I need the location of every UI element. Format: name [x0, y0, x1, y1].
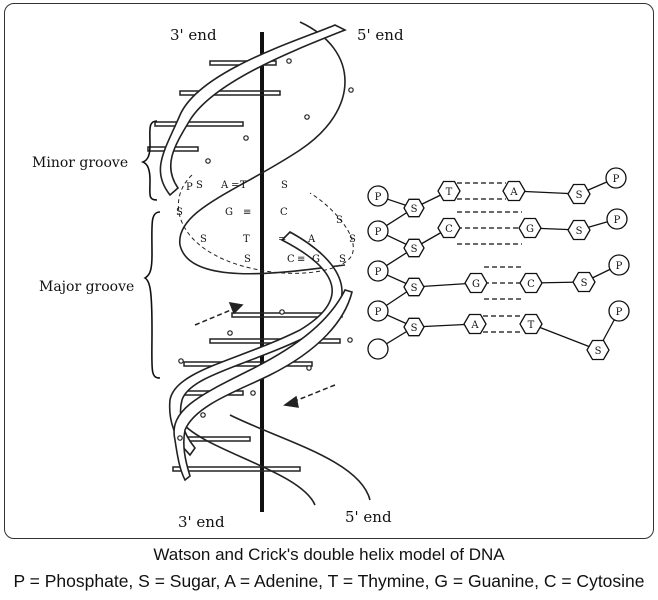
- base-label-right: G: [526, 224, 534, 235]
- helix-strand-front: [159, 24, 353, 482]
- cs-row2-left: S: [176, 207, 183, 218]
- cs-row1-left: S: [196, 180, 203, 191]
- cs-row3-base-right: A: [307, 234, 316, 245]
- sugar-label: S: [595, 346, 602, 357]
- helix-labels: 3' end 5' end 3' end 5' end Minor groove…: [32, 26, 404, 531]
- cs-row3-bond: =: [278, 234, 286, 245]
- cs-row4-left: S: [244, 254, 251, 265]
- label-minor-groove: Minor groove: [32, 155, 128, 171]
- sugar-hexagon: [403, 317, 425, 337]
- cs-phosphate-label: P: [186, 182, 193, 193]
- base-hexagon: [502, 180, 526, 202]
- phosphate-circle: [367, 338, 389, 360]
- base-hexagon: [463, 313, 487, 335]
- base-hexagon: [464, 272, 488, 294]
- helix-strand-back: [179, 21, 371, 506]
- phosphate-circle: [605, 167, 627, 189]
- phosphate-circle: [367, 300, 389, 322]
- cs-row1-base-left: A: [220, 180, 229, 191]
- phosphate-circle: [367, 185, 389, 207]
- sugar-label: S: [411, 244, 418, 255]
- cs-row2-base-left: G: [225, 207, 233, 218]
- base-hexagon: [437, 217, 461, 239]
- sugar-hexagon: [586, 339, 610, 361]
- dna-figure: P S A = T S S G ≡ C S S T = A S S C ≡ G …: [32, 21, 630, 531]
- base-label-left: C: [445, 224, 453, 235]
- cs-row3-base-left: T: [243, 234, 250, 245]
- arrow-up-icon: [228, 302, 244, 315]
- base-label-right: T: [528, 320, 535, 331]
- base-label-left: T: [446, 187, 453, 198]
- phosphate-circle: [608, 300, 630, 322]
- sugar-label: S: [576, 226, 583, 237]
- sugar-hexagon: [572, 271, 596, 293]
- phosphate-label: P: [616, 261, 623, 272]
- cs-row2-right: S: [336, 215, 343, 226]
- strand-direction-arrows: [194, 302, 336, 408]
- phosphate-circle: [606, 208, 628, 230]
- base-label-left: A: [470, 320, 479, 331]
- phosphate-circle: [608, 254, 630, 276]
- label-3-end-top: 3' end: [170, 26, 217, 44]
- figure-legend: P = Phosphate, S = Sugar, A = Adenine, T…: [13, 571, 645, 591]
- phosphate-dots: [177, 58, 354, 441]
- cs-row1-base-right: T: [240, 180, 247, 191]
- sugar-hexagon: [403, 198, 425, 218]
- base-hexagon: [519, 313, 543, 335]
- sugar-hexagon: [403, 238, 425, 258]
- cs-row4-base-right: G: [312, 254, 320, 265]
- sugar-hexagon: [567, 183, 591, 205]
- sugar-label: S: [581, 278, 588, 289]
- phosphate-circle: [367, 260, 389, 282]
- phosphate-label: P: [613, 174, 620, 185]
- label-5-end-top: 5' end: [357, 26, 404, 44]
- figure-frame: [4, 3, 654, 539]
- cs-row2-bond: ≡: [243, 207, 251, 218]
- phosphate-circle: [367, 220, 389, 242]
- label-5-end-bottom: 5' end: [345, 508, 392, 526]
- phosphate-label: P: [375, 267, 382, 278]
- sugar-label: S: [411, 283, 418, 294]
- base-hexagon: [437, 180, 461, 202]
- cs-row1-bond: =: [231, 180, 239, 191]
- phosphate-label: P: [375, 227, 382, 238]
- base-label-left: G: [472, 279, 480, 290]
- sugar-label: S: [411, 323, 418, 334]
- cs-row3-left: S: [200, 234, 207, 245]
- cross-section-view: P S A = T S S G ≡ C S S T = A S S C ≡ G …: [176, 174, 356, 274]
- phosphate-label: P: [375, 192, 382, 203]
- cs-row2-base-right: C: [280, 207, 288, 218]
- cs-row4-right: S: [339, 254, 346, 265]
- figure-title: Watson and Crick's double helix model of…: [153, 545, 505, 564]
- base-label-right: A: [509, 187, 518, 198]
- base-hexagon: [519, 272, 543, 294]
- groove-braces: [140, 120, 161, 379]
- cs-row1-right: S: [281, 180, 288, 191]
- cs-row4-base-left: C: [287, 254, 295, 265]
- glycosidic-bond: [530, 323, 599, 351]
- arrow-down-icon: [283, 395, 299, 408]
- base-pair-ladder: P P P P S S S S T A C G G C A T S S S S P P P P: [367, 167, 630, 361]
- sugar-label: S: [576, 190, 583, 201]
- label-3-end-bottom: 3' end: [178, 513, 225, 531]
- label-major-groove: Major groove: [39, 279, 134, 295]
- phosphate-label: P: [375, 307, 382, 318]
- cs-row3-right: S: [349, 234, 356, 245]
- phosphate-label: P: [616, 307, 623, 318]
- sugar-label: S: [411, 204, 418, 215]
- sugar-hexagon: [567, 219, 591, 241]
- cs-row4-bond: ≡: [297, 254, 305, 265]
- sugar-hexagon: [403, 277, 425, 297]
- base-hexagon: [518, 217, 542, 239]
- base-label-right: C: [527, 279, 535, 290]
- phosphate-label: P: [614, 215, 621, 226]
